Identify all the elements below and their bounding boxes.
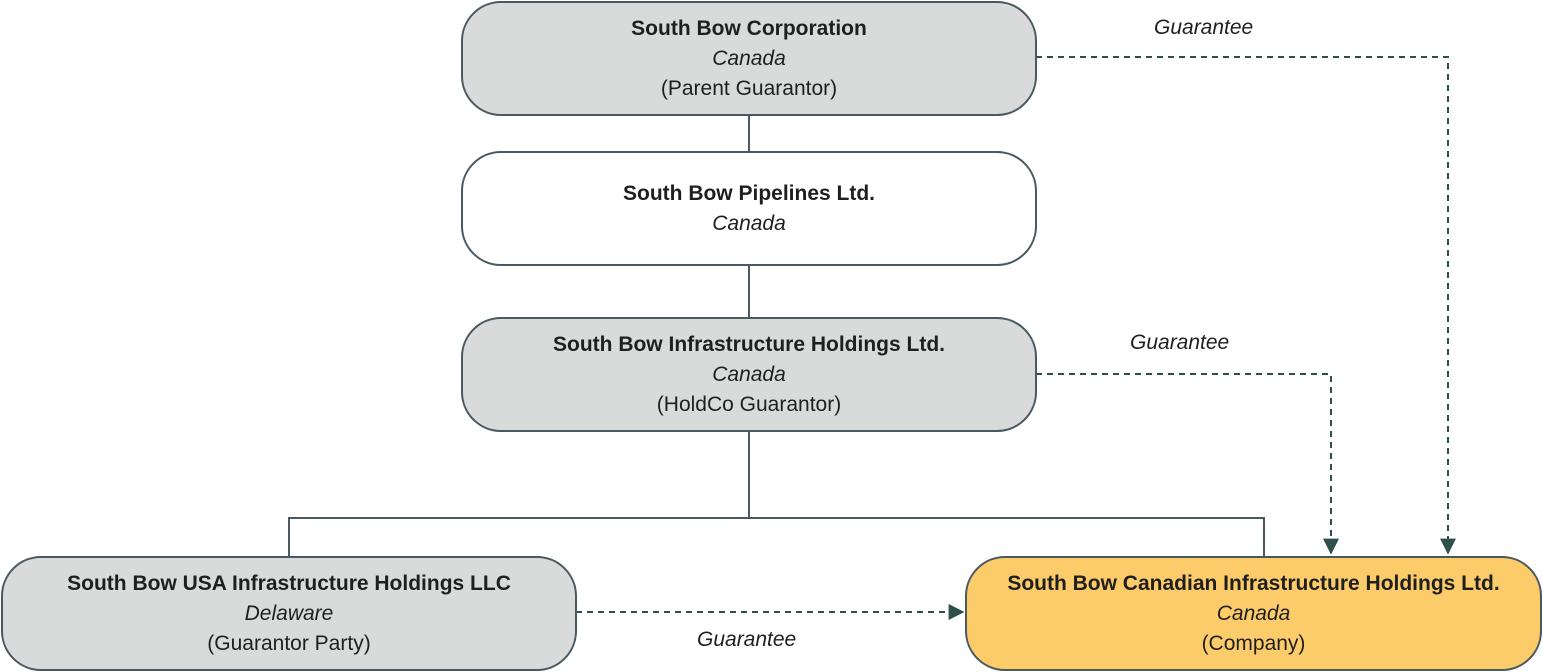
node-role: (HoldCo Guarantor)	[656, 392, 842, 416]
node-name: South Bow Canadian Infrastructure Holdin…	[1007, 571, 1500, 595]
node-south-bow-canadian-infrastructure-holdings: South Bow Canadian Infrastructure Holdin…	[965, 556, 1542, 671]
node-jurisdiction: Canada	[712, 211, 786, 235]
guarantee-label-parent: Guarantee	[1154, 16, 1254, 39]
guarantee-label-holdco: Guarantee	[1130, 331, 1230, 354]
node-name: South Bow Corporation	[631, 16, 867, 40]
ownership-line-to-canadian	[749, 517, 1265, 556]
node-name: South Bow USA Infrastructure Holdings LL…	[67, 571, 511, 595]
node-name: South Bow Pipelines Ltd.	[623, 181, 875, 205]
node-jurisdiction: Canada	[712, 362, 786, 386]
node-name: South Bow Infrastructure Holdings Ltd.	[553, 332, 945, 356]
node-role: (Parent Guarantor)	[660, 76, 838, 100]
node-jurisdiction: Canada	[1216, 601, 1291, 625]
node-role: (Company)	[1201, 631, 1306, 655]
guarantee-label-guarantor-party: Guarantee	[697, 628, 797, 651]
node-role: (Guarantor Party)	[207, 631, 371, 655]
node-jurisdiction: Delaware	[244, 601, 334, 625]
ownership-line-to-usa	[288, 517, 749, 556]
node-south-bow-pipelines: South Bow Pipelines Ltd. Canada	[461, 151, 1037, 266]
node-south-bow-infrastructure-holdings: South Bow Infrastructure Holdings Ltd. C…	[461, 317, 1037, 432]
node-south-bow-usa-infrastructure-holdings: South Bow USA Infrastructure Holdings LL…	[1, 556, 577, 671]
guarantee-arrow-parent	[1036, 56, 1456, 555]
node-jurisdiction: Canada	[712, 46, 786, 70]
node-south-bow-corporation: South Bow Corporation Canada (Parent Gua…	[461, 1, 1037, 116]
guarantee-arrow-holdco	[1036, 373, 1339, 555]
